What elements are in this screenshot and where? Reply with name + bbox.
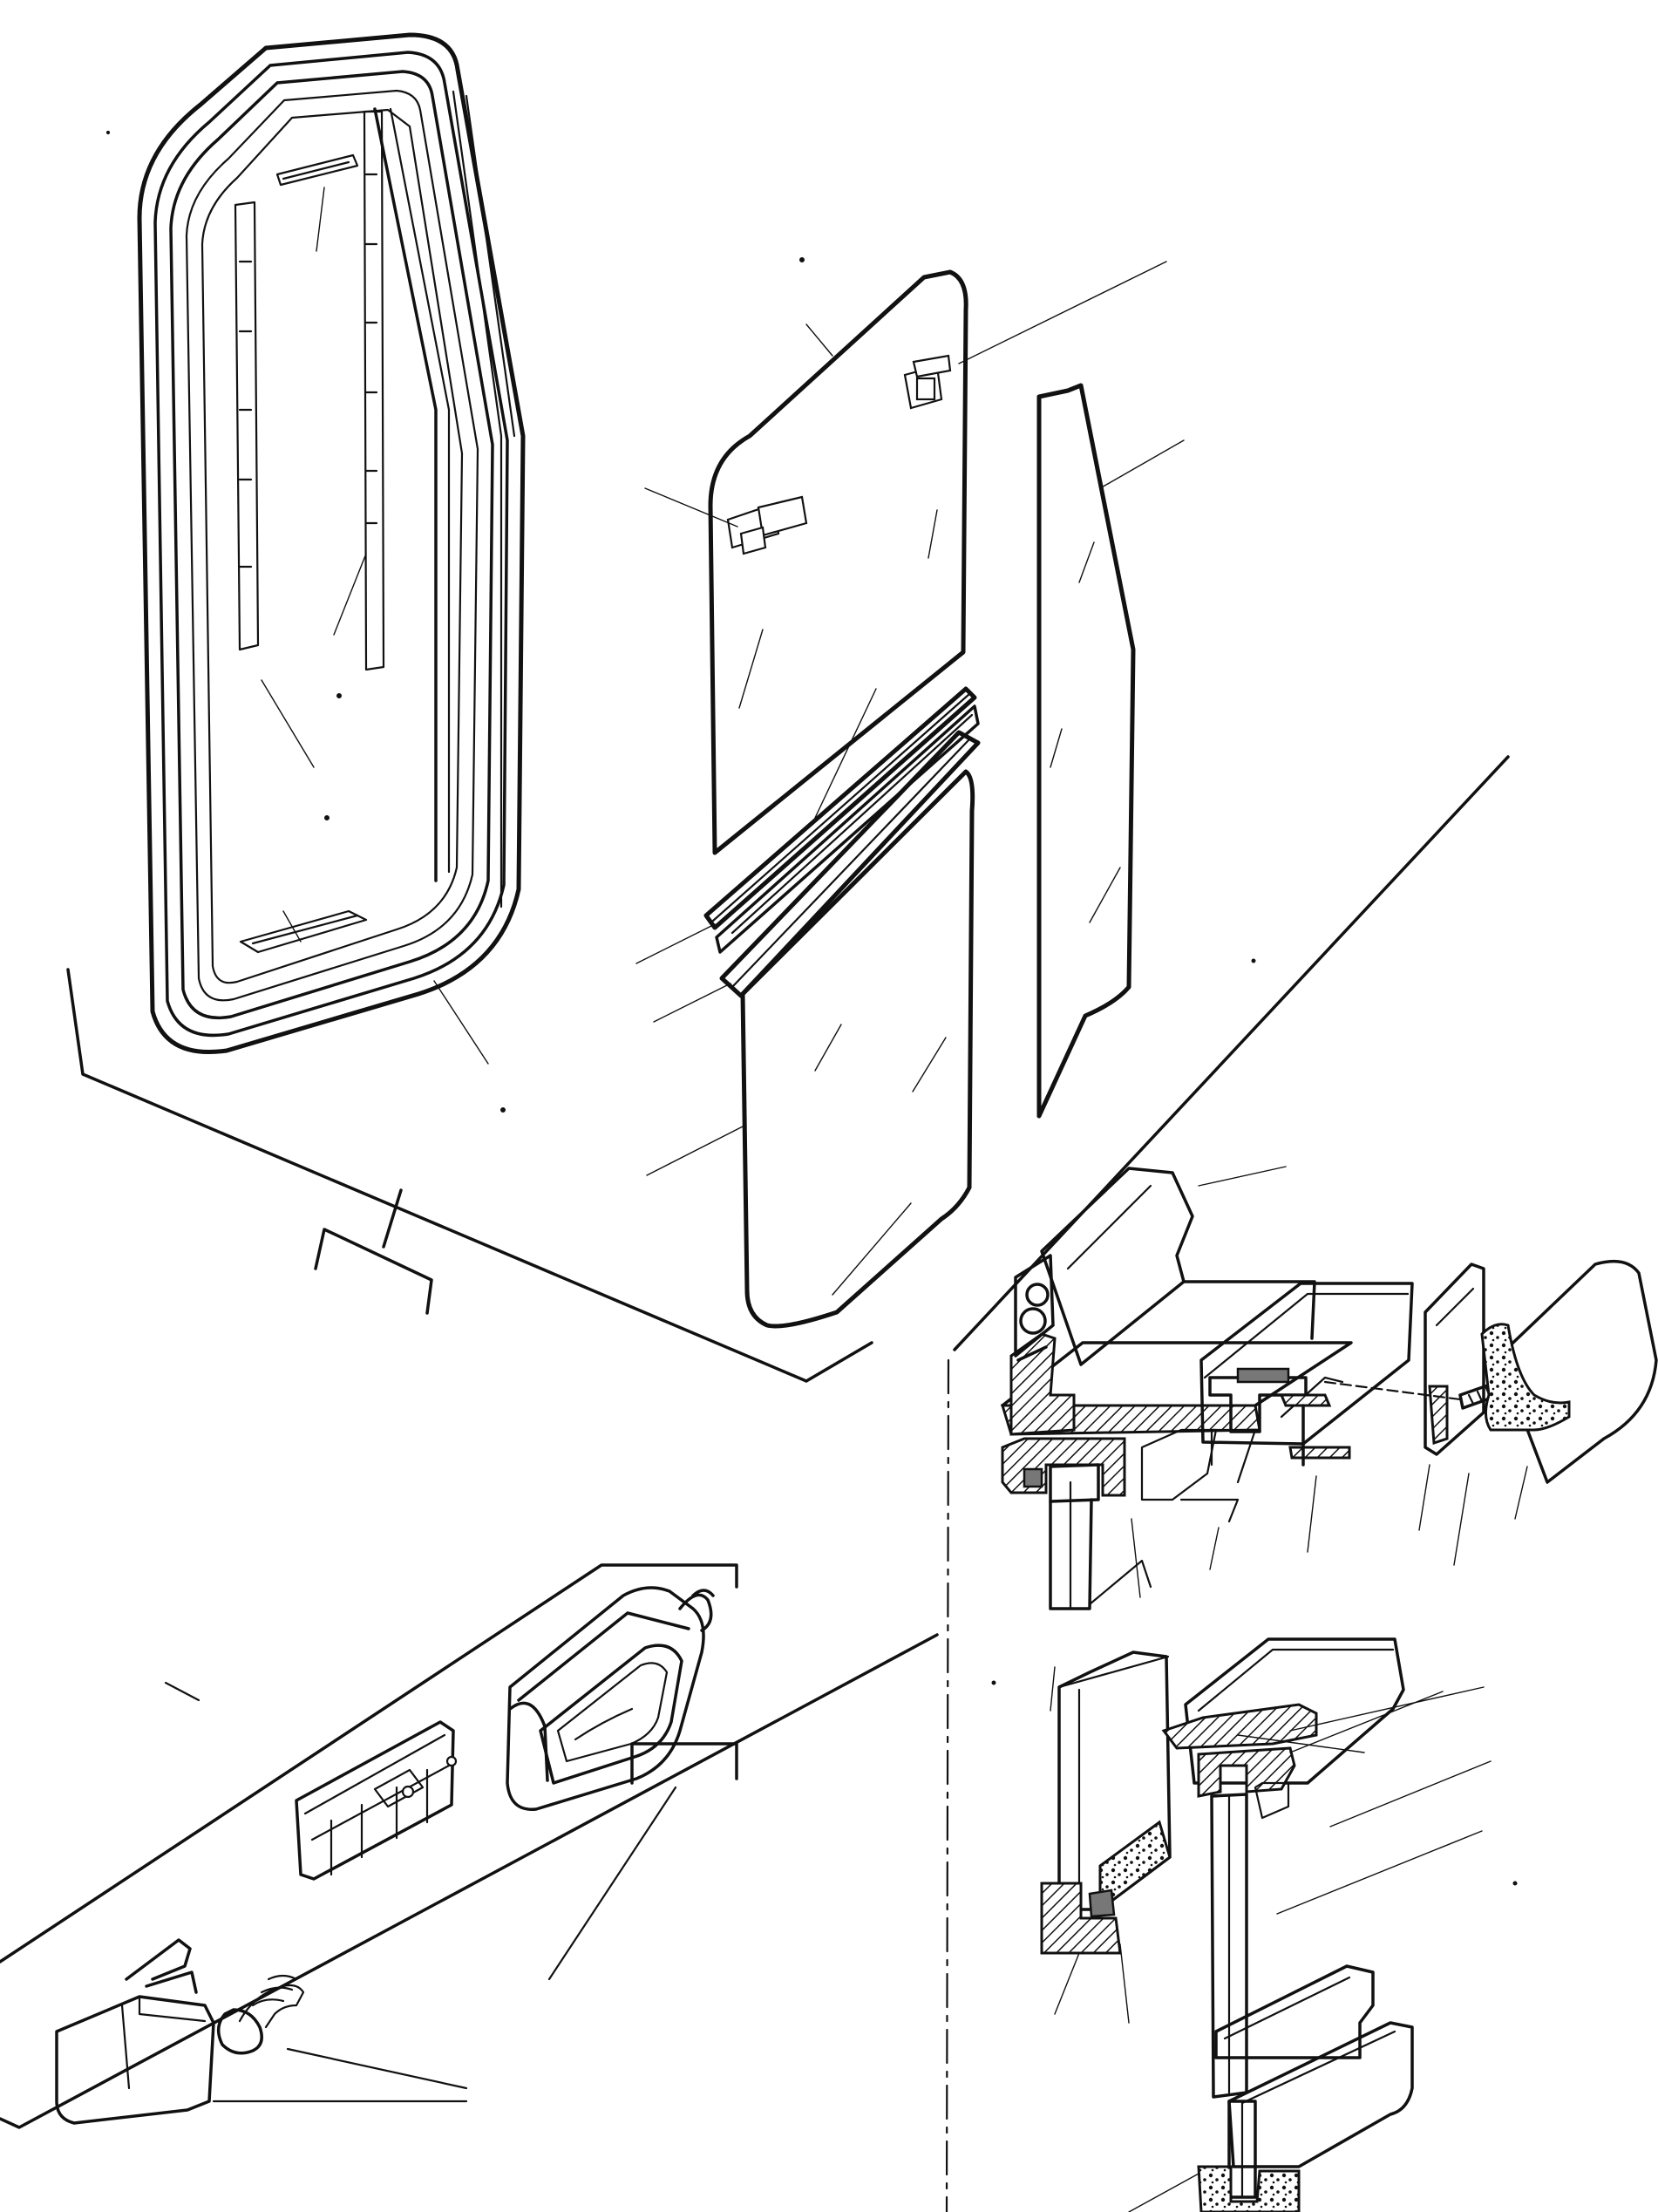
frame-inner-rails [105,110,506,1113]
window-frame-assembly [137,32,526,1054]
section-lower-assembly [991,1637,1518,2212]
section-divider-lines [945,755,1510,2212]
frame-group-bracket [66,968,873,1383]
latch-hardware-bracket [0,1563,939,2129]
lower-latch-left [644,487,808,555]
slide-rail [295,1720,458,1881]
upper-sliding-glass [708,257,1167,855]
side-tall-glass [1036,383,1185,1119]
spring-screw [216,1974,468,2090]
latch-housing [506,1586,715,1811]
end-cap [55,1938,468,2125]
glass-channel-strips [635,686,981,1023]
upper-latch-right [903,354,952,410]
section-upper-assembly [1000,1166,1658,1610]
lower-fixed-glass [646,769,975,1329]
